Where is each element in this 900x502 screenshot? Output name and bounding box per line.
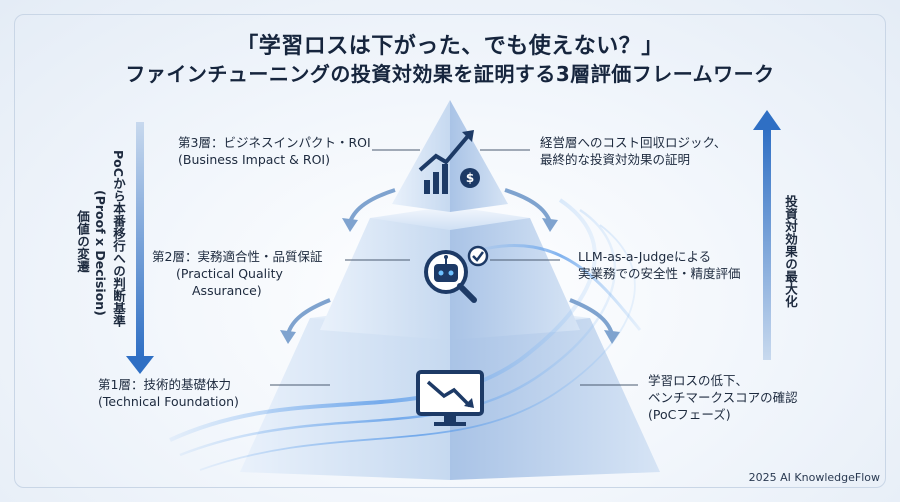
- money-trend-icon: $: [418, 130, 480, 194]
- layer-2-name-en-1: (Practical Quality: [176, 266, 283, 281]
- layer-1-desc-line-2: ベンチマークスコアの確認: [648, 390, 798, 405]
- layer-1-name: 第1層：技術的基礎体力: [98, 377, 231, 392]
- svg-text:$: $: [466, 171, 474, 185]
- layer-2-name-en-2: Assurance): [192, 283, 262, 298]
- tier-transition-arrowheads: [280, 218, 620, 344]
- monitor-down-trend-icon: [416, 370, 484, 426]
- title-line-2: ファインチューニングの投資対効果を証明する3層評価フレームワーク: [125, 62, 775, 86]
- layer-1-desc-line-3: (PoCフェーズ): [648, 407, 731, 422]
- layer-3-label: 第3層：ビジネスインパクト・ROI (Business Impact & ROI…: [178, 134, 371, 168]
- layer-3-desc-line-2: 最終的な投資対効果の証明: [540, 152, 691, 167]
- layer-1-desc-line-1: 学習ロスの低下、: [648, 373, 749, 388]
- right-axis-label: 投資対効果の最大化: [783, 195, 798, 308]
- title-line-1: 「学習ロスは下がった、でも使えない？」: [236, 34, 664, 59]
- layer-2-desc-line-1: LLM-as-a-Judgeによる: [578, 249, 712, 264]
- layer-2-description: LLM-as-a-Judgeによる 実業務での安全性・精度評価: [578, 248, 741, 282]
- left-axis-arrow: [126, 122, 154, 374]
- left-axis-label-2: (Proof x Decision): [93, 190, 108, 316]
- layer-2-desc-line-2: 実業務での安全性・精度評価: [578, 266, 741, 281]
- frame-border: [14, 14, 886, 488]
- left-axis-label-3: 価値の変遷: [75, 210, 90, 273]
- layer-1-description: 学習ロスの低下、 ベンチマークスコアの確認 (PoCフェーズ): [648, 372, 798, 423]
- leader-lines: [270, 149, 638, 386]
- layer-2-label: 第2層：実務適合性・品質保証 (Practical Quality Assura…: [152, 248, 322, 299]
- layer-2-name: 第2層：実務適合性・品質保証: [152, 249, 323, 264]
- layer-1-name-en: (Technical Foundation): [98, 394, 239, 409]
- tier-transition-arrows: [286, 188, 614, 335]
- robot-magnifier-icon: [424, 245, 489, 303]
- layer-3-desc-line-1: 経営層へのコスト回収ロジック、: [540, 135, 727, 150]
- layer-3-name: 第3層：ビジネスインパクト・ROI: [178, 135, 371, 150]
- layer-3-description: 経営層へのコスト回収ロジック、 最終的な投資対効果の証明: [540, 134, 726, 168]
- layer-3-name-en: (Business Impact & ROI): [178, 152, 330, 167]
- layer-1-label: 第1層：技術的基礎体力 (Technical Foundation): [98, 376, 239, 410]
- light-streams: [169, 198, 642, 471]
- right-axis-arrow: [753, 110, 781, 360]
- footer-credit: 2025 AI KnowledgeFlow: [748, 471, 880, 484]
- left-axis-label-1: PoCから本番移行への判断基準: [111, 150, 126, 327]
